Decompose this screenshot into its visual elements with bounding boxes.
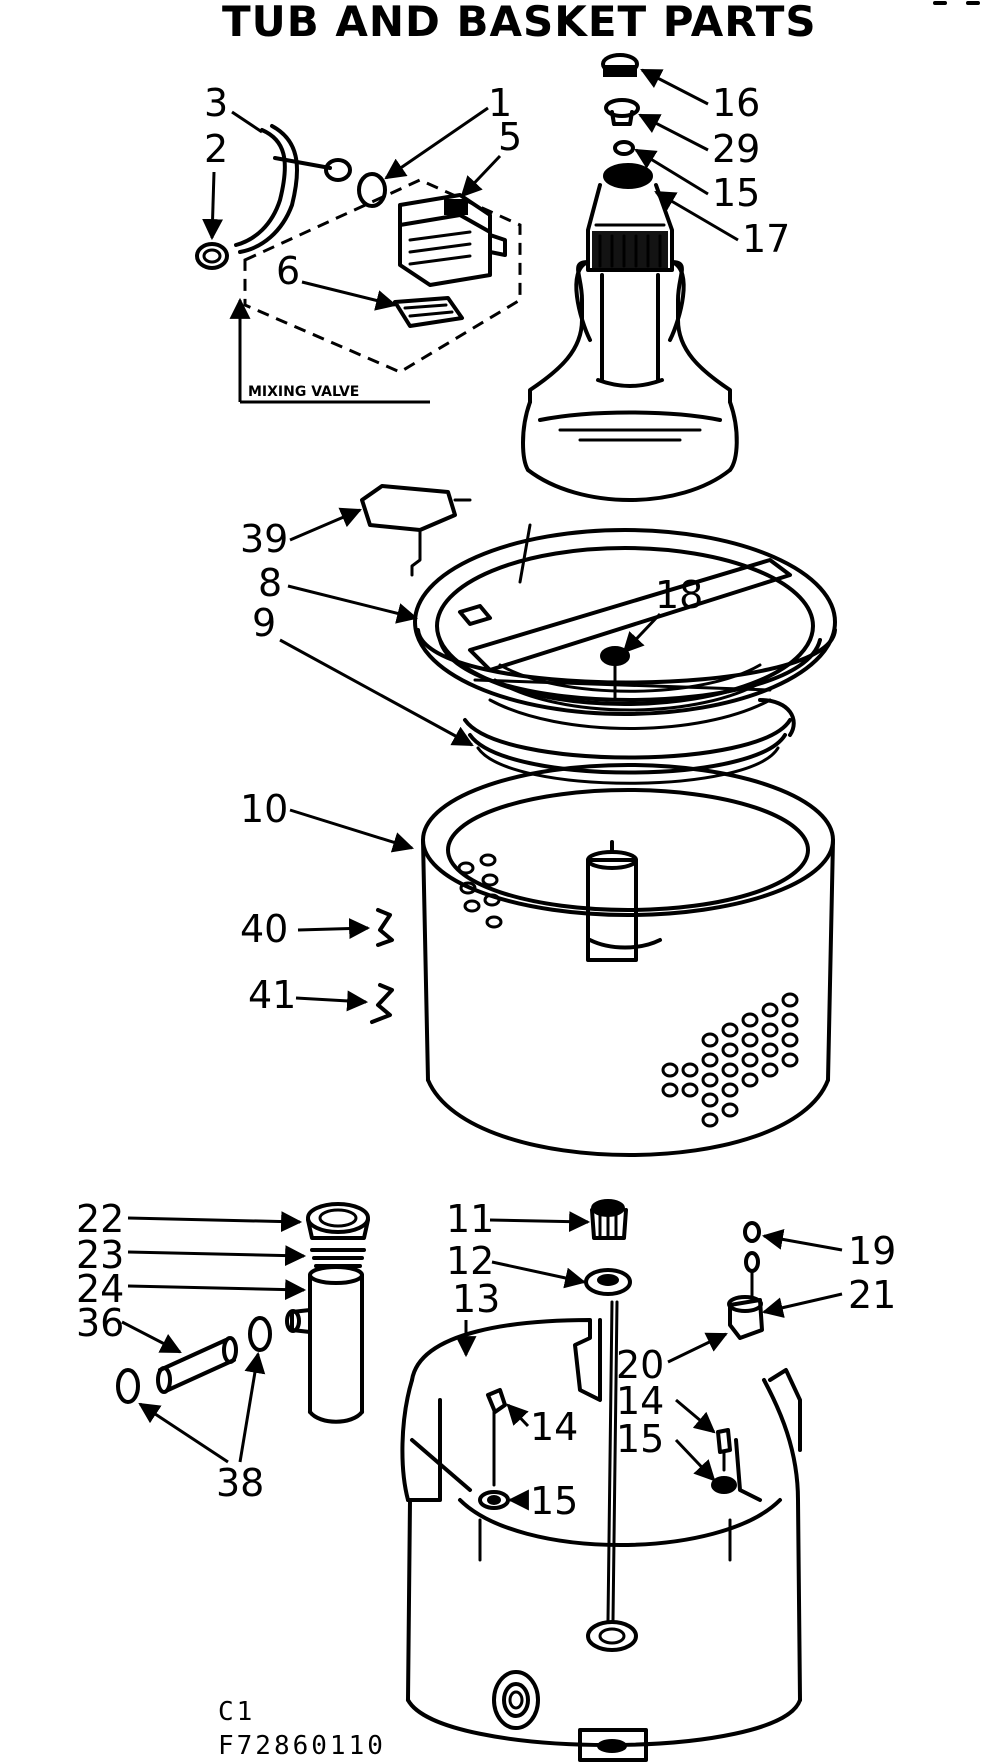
mixing-valve-group: MIXING VALVE bbox=[195, 124, 522, 404]
callout-22: 22 bbox=[76, 1197, 124, 1241]
footer-line2: F72860110 bbox=[218, 1731, 386, 1761]
callout-36: 36 bbox=[76, 1301, 124, 1345]
callout-15-left: 15 bbox=[530, 1479, 578, 1523]
callout-14-right: 14 bbox=[616, 1379, 664, 1423]
callout-1: 1 bbox=[488, 81, 512, 125]
callout-12: 12 bbox=[446, 1239, 494, 1283]
mixing-valve-label: MIXING VALVE bbox=[248, 384, 359, 400]
callout-17: 17 bbox=[742, 217, 790, 261]
callout-9: 9 bbox=[252, 601, 276, 645]
callout-16: 16 bbox=[712, 81, 760, 125]
footer-line1: C1 bbox=[218, 1697, 255, 1727]
callout-6: 6 bbox=[276, 249, 300, 293]
callout-19: 19 bbox=[848, 1229, 896, 1273]
callout-8: 8 bbox=[258, 561, 282, 605]
drain-parts bbox=[116, 1202, 370, 1424]
callout-38: 38 bbox=[216, 1461, 264, 1505]
callout-5: 5 bbox=[498, 115, 522, 159]
callout-41: 41 bbox=[248, 973, 296, 1017]
tub-ring bbox=[360, 484, 837, 785]
diagram-title: TUB AND BASKET PARTS bbox=[222, 0, 817, 46]
callout-21: 21 bbox=[848, 1273, 896, 1317]
callout-15-top: 15 bbox=[712, 171, 760, 215]
outer-tub bbox=[400, 1199, 802, 1762]
callout-11: 11 bbox=[446, 1197, 494, 1241]
callout-13: 13 bbox=[452, 1277, 500, 1321]
callout-10: 10 bbox=[240, 787, 288, 831]
callout-20: 20 bbox=[616, 1343, 664, 1387]
agitator bbox=[521, 53, 739, 502]
callout-2: 2 bbox=[204, 127, 228, 171]
mixing-valve-body bbox=[398, 193, 507, 287]
callout-24: 24 bbox=[76, 1267, 124, 1311]
basket bbox=[370, 763, 835, 1157]
callout-23: 23 bbox=[76, 1233, 124, 1277]
callout-15-right: 15 bbox=[616, 1417, 664, 1461]
callout-40: 40 bbox=[240, 907, 288, 951]
callout-14-left: 14 bbox=[530, 1405, 578, 1449]
callout-3: 3 bbox=[204, 81, 228, 125]
callout-29: 29 bbox=[712, 127, 760, 171]
callout-39: 39 bbox=[240, 517, 288, 561]
callout-18: 18 bbox=[655, 573, 703, 617]
